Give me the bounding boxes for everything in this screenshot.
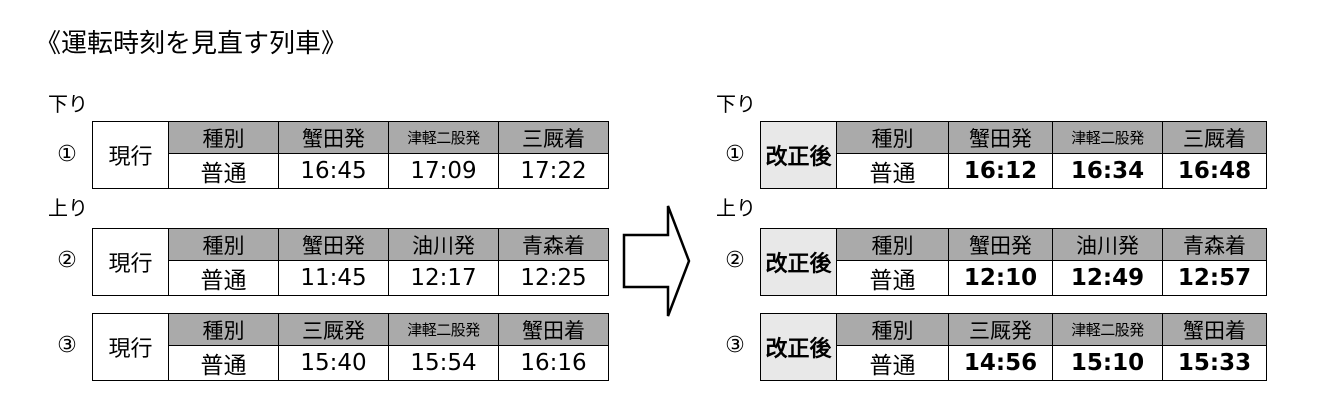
current-train-2-number: ② [57,248,77,273]
header-type: 種別 [836,313,949,346]
header-stop-3: 三厩着 [498,121,609,154]
header-stop-2: 津軽二股発 [1052,313,1163,346]
header-type: 種別 [168,121,279,154]
value-time-1: 15:40 [278,345,389,381]
header-stop-1: 蟹田発 [948,121,1053,154]
value-time-3: 16:48 [1162,153,1267,189]
header-stop-2: 油川発 [1052,228,1163,261]
status-label: 改正後 [760,313,837,381]
value-time-2: 12:49 [1052,260,1163,296]
revised-train-1-table: 改正後 種別 蟹田発 津軽二股発 三厩着 普通 16:12 16:34 16:4… [760,121,1267,189]
header-type: 種別 [168,313,279,346]
value-type: 普通 [168,260,279,296]
revised-train-2-number: ② [725,248,745,273]
value-type: 普通 [836,260,949,296]
value-time-2: 15:54 [388,345,499,381]
status-label: 現行 [92,313,169,381]
value-time-2: 15:10 [1052,345,1163,381]
value-time-2: 12:17 [388,260,499,296]
current-down-label: 下り [48,92,88,116]
header-stop-3: 青森着 [498,228,609,261]
header-stop-2: 津軽二股発 [388,313,499,346]
header-stop-3: 青森着 [1162,228,1267,261]
header-type: 種別 [168,228,279,261]
right-arrow-icon [622,205,691,317]
value-time-2: 16:34 [1052,153,1163,189]
header-stop-1: 蟹田発 [278,121,389,154]
header-stop-2: 津軽二股発 [1052,121,1163,154]
header-stop-1: 三厩発 [278,313,389,346]
value-time-1: 16:12 [948,153,1053,189]
value-time-1: 12:10 [948,260,1053,296]
value-time-3: 12:25 [498,260,609,296]
header-type: 種別 [836,228,949,261]
current-train-3-number: ③ [57,333,77,358]
revised-train-3-number: ③ [725,333,745,358]
value-time-3: 17:22 [498,153,609,189]
header-stop-1: 蟹田発 [278,228,389,261]
value-time-2: 17:09 [388,153,499,189]
page-title: 《運転時刻を見直す列車》 [35,29,348,59]
value-type: 普通 [836,345,949,381]
status-label: 現行 [92,121,169,189]
value-type: 普通 [168,153,279,189]
revised-down-label: 下り [716,92,756,116]
current-up-label: 上り [48,196,88,220]
current-train-3-table: 現行 種別 三厩発 津軽二股発 蟹田着 普通 15:40 15:54 16:16 [92,313,609,381]
header-stop-3: 蟹田着 [1162,313,1267,346]
header-type: 種別 [836,121,949,154]
value-time-1: 16:45 [278,153,389,189]
value-time-1: 14:56 [948,345,1053,381]
value-type: 普通 [836,153,949,189]
header-stop-1: 三厩発 [948,313,1053,346]
status-label: 現行 [92,228,169,296]
status-label: 改正後 [760,121,837,189]
current-train-2-table: 現行 種別 蟹田発 油川発 青森着 普通 11:45 12:17 12:25 [92,228,609,296]
value-time-3: 16:16 [498,345,609,381]
revised-train-3-table: 改正後 種別 三厩発 津軽二股発 蟹田着 普通 14:56 15:10 15:3… [760,313,1267,381]
value-time-1: 11:45 [278,260,389,296]
revised-train-1-number: ① [725,142,745,167]
current-train-1-number: ① [57,142,77,167]
header-stop-2: 津軽二股発 [388,121,499,154]
header-stop-3: 蟹田着 [498,313,609,346]
header-stop-2: 油川発 [388,228,499,261]
current-train-1-table: 現行 種別 蟹田発 津軽二股発 三厩着 普通 16:45 17:09 17:22 [92,121,609,189]
value-time-3: 15:33 [1162,345,1267,381]
value-type: 普通 [168,345,279,381]
header-stop-1: 蟹田発 [948,228,1053,261]
revised-train-2-table: 改正後 種別 蟹田発 油川発 青森着 普通 12:10 12:49 12:57 [760,228,1267,296]
status-label: 改正後 [760,228,837,296]
revised-up-label: 上り [716,196,756,220]
header-stop-3: 三厩着 [1162,121,1267,154]
value-time-3: 12:57 [1162,260,1267,296]
